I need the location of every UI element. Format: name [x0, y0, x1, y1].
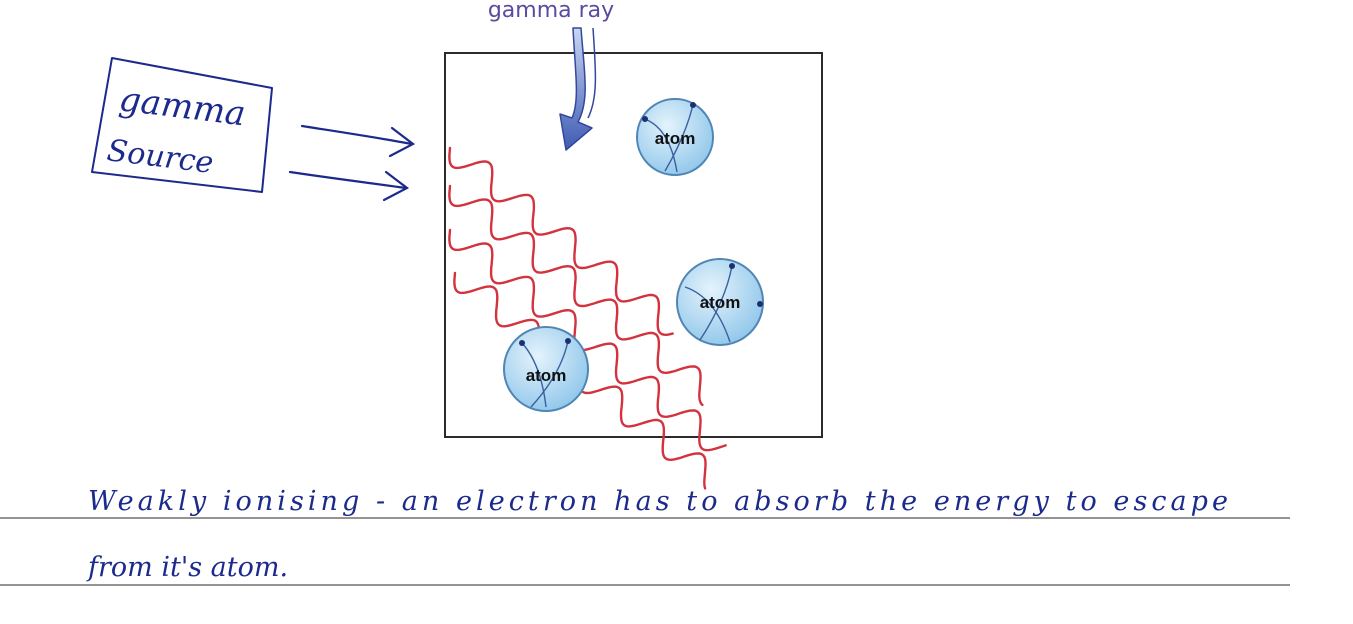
atom-middle: atom	[676, 258, 764, 346]
note-line-2: from it's atom.	[86, 552, 288, 583]
note-line-1: Weakly ionising - an electron has to abs…	[88, 486, 1228, 517]
gamma-ray-caption: gamma ray	[488, 0, 614, 23]
gamma-ray-pointer-arrow	[559, 27, 597, 151]
atom-label: atom	[526, 366, 567, 385]
atom-label: atom	[655, 129, 696, 148]
atom-label: atom	[700, 293, 741, 312]
gamma-source-label: gamma Source	[91, 57, 273, 193]
gamma-wave-2	[448, 184, 704, 407]
atom-top: atom	[636, 98, 714, 176]
atom-bottom: atom	[503, 326, 589, 412]
material-box	[444, 52, 823, 438]
source-arrows	[288, 124, 416, 202]
gamma-wave-1	[448, 146, 674, 337]
source-label-line2: Source	[105, 133, 215, 181]
source-label-line1: gamma	[117, 79, 248, 134]
